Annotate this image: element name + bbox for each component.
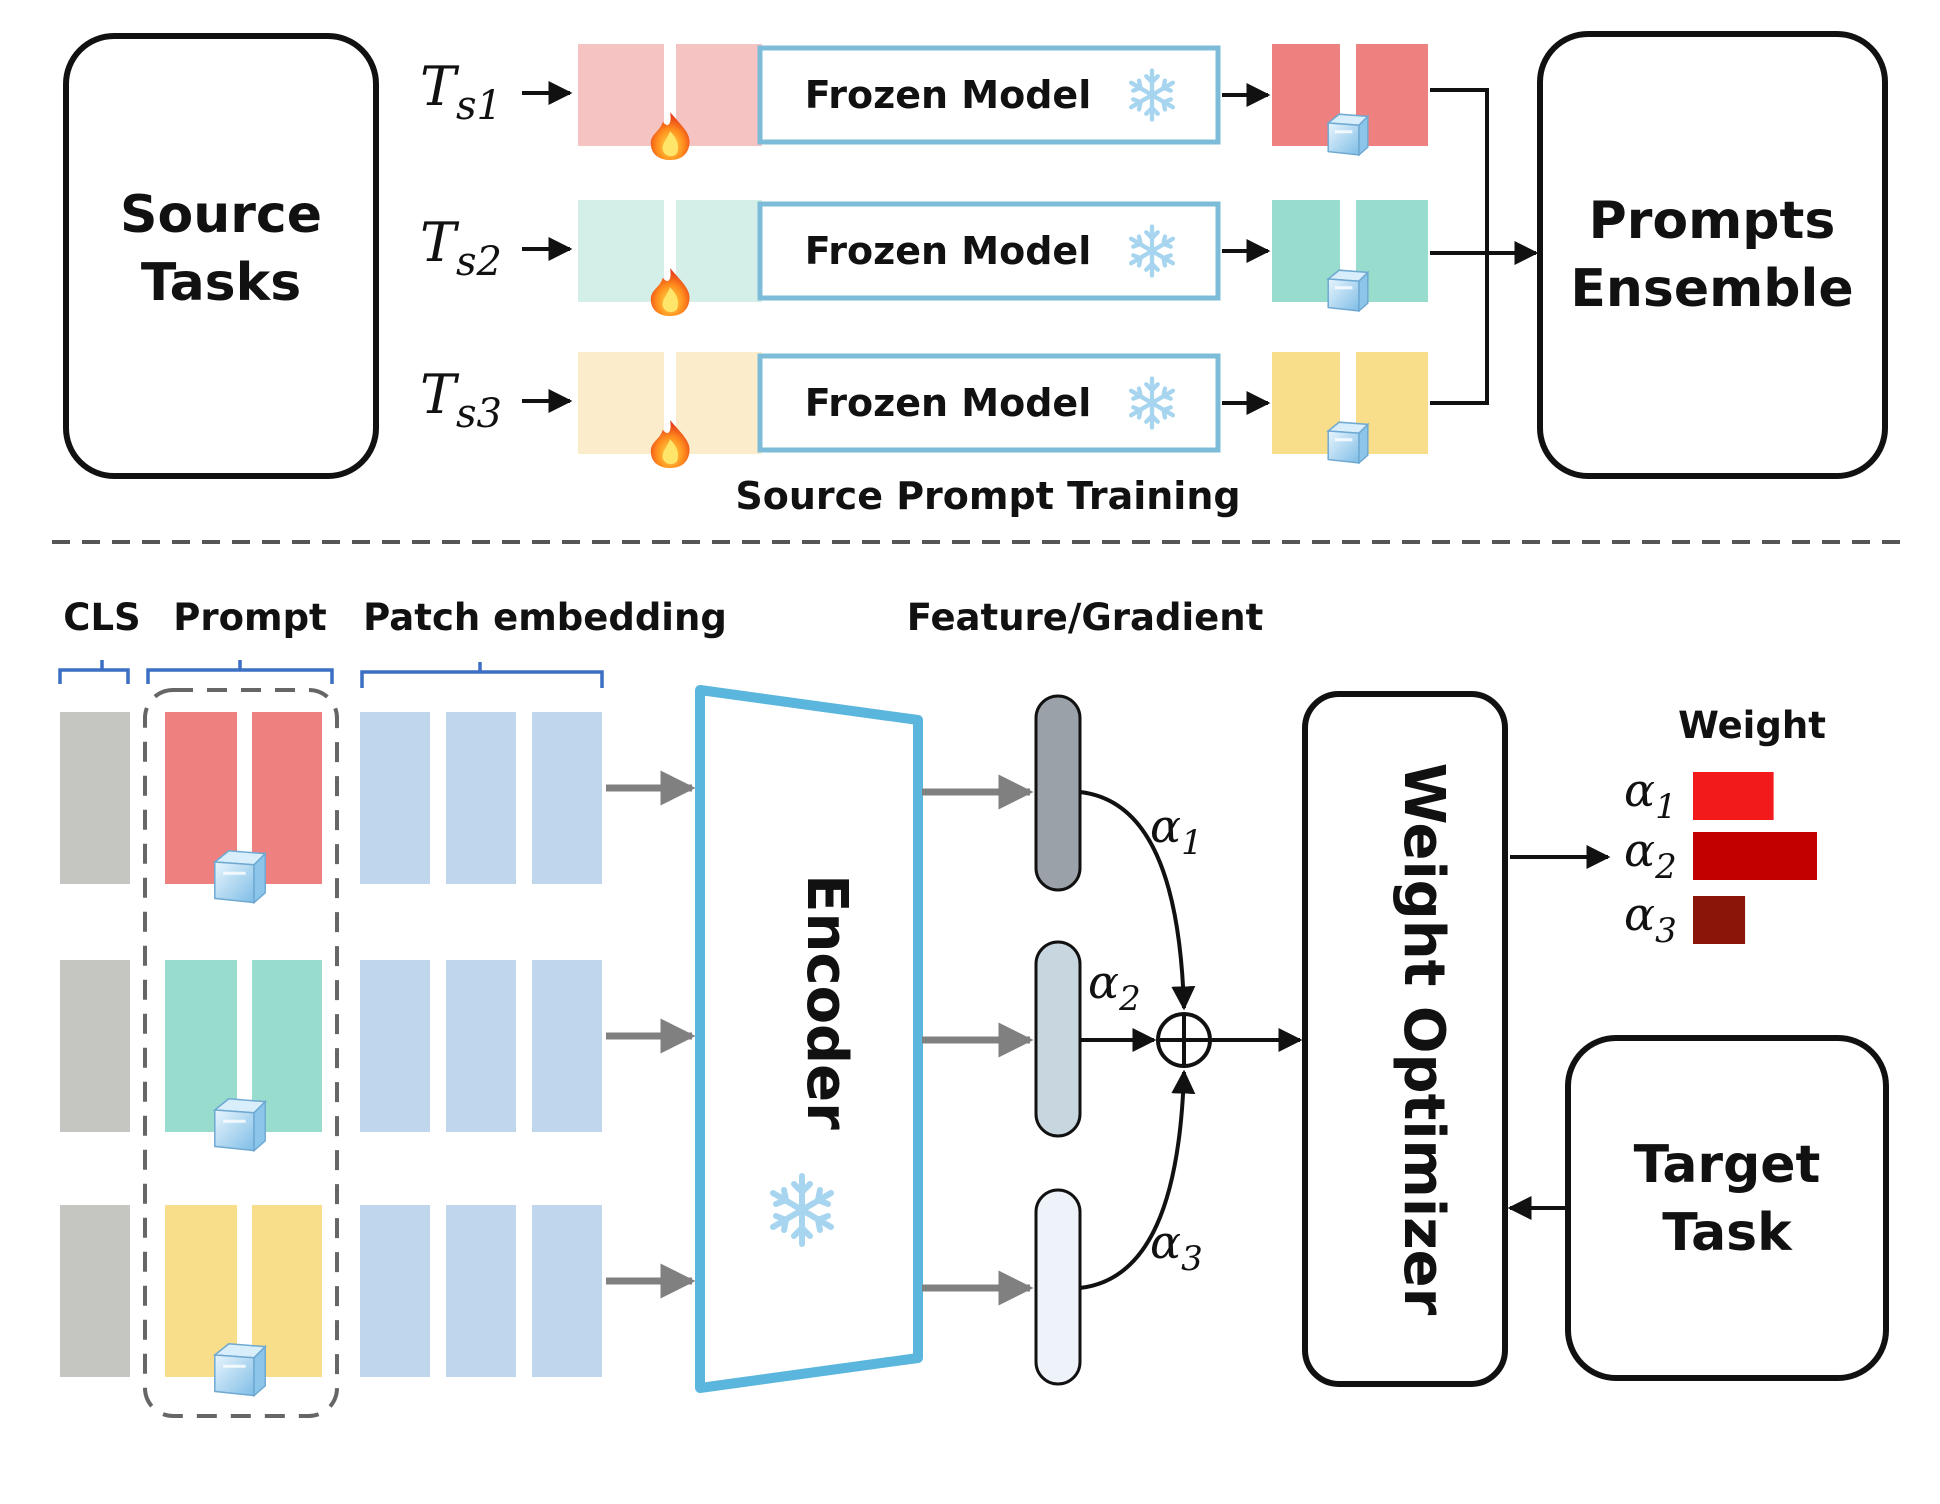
encoder-label: Encoder <box>794 874 859 1130</box>
feature-bars <box>922 694 1082 1386</box>
cls-brace <box>58 660 130 684</box>
source-row-3: Ts3 Frozen Model <box>420 352 1428 468</box>
frozen-model-label: Frozen Model <box>805 73 1091 117</box>
cls-label: CLS <box>63 596 140 639</box>
patch-token <box>360 1205 430 1377</box>
frozen-model-box <box>757 201 1221 301</box>
weight-title: Weight <box>1678 704 1826 747</box>
frozen-model-box <box>757 353 1221 453</box>
frozen-model-label: Frozen Model <box>805 381 1091 425</box>
source-tasks-label-line1: Source <box>120 185 322 245</box>
alpha-subscript: 1 <box>1181 823 1203 863</box>
cls-token <box>60 960 130 1132</box>
ice-cube-icon <box>212 850 267 905</box>
ice-cube-icon <box>212 1098 267 1153</box>
target-task-label-line2: Task <box>1662 1203 1793 1263</box>
token-rows <box>60 712 696 1398</box>
prompt-group-dashed-box <box>143 688 339 1418</box>
trainable-prompt-token <box>676 352 762 454</box>
patch-brace <box>360 662 604 688</box>
alpha-subscript: 3 <box>1181 1239 1203 1279</box>
ice-cube-icon <box>212 1343 267 1398</box>
patch-token <box>532 712 602 884</box>
weight-bar-3 <box>1693 896 1746 944</box>
task-subscript: s3 <box>456 391 502 437</box>
feature-bar-2 <box>1034 940 1082 1138</box>
fire-icon <box>650 420 690 468</box>
patch-token <box>360 960 430 1132</box>
weight-optimizer-label: Weight Optimizer <box>1391 763 1456 1316</box>
patch-token <box>446 1205 516 1377</box>
source-row-1: Ts1 Frozen Model <box>420 44 1428 160</box>
ice-cube-icon <box>1326 113 1370 157</box>
patch-embedding-label: Patch embedding <box>363 596 727 639</box>
prompts-ensemble-label-line1: Prompts <box>1589 191 1836 251</box>
weight-alpha-label-2: α2 <box>1624 823 1677 887</box>
weight-optimizer-box: Weight Optimizer <box>1302 691 1508 1387</box>
alpha-subscript: 2 <box>1118 979 1141 1019</box>
ensemble-connector <box>1430 88 1539 405</box>
task-subscript: s2 <box>456 239 502 285</box>
prompt-brace <box>146 660 334 684</box>
cls-token <box>60 712 130 884</box>
fire-icon <box>650 268 690 316</box>
weight-bar-1 <box>1693 772 1774 820</box>
source-tasks-label-line2: Tasks <box>141 253 301 313</box>
source-prompt-training-caption: Source Prompt Training <box>735 474 1240 518</box>
prompt-label: Prompt <box>173 596 327 639</box>
task-subscript: s1 <box>456 83 502 129</box>
frozen-model-label: Frozen Model <box>805 229 1091 273</box>
sum-node <box>1156 1012 1212 1068</box>
alpha-subscript: 2 <box>1654 847 1677 887</box>
feature-gradient-label: Feature/Gradient <box>907 596 1264 639</box>
alpha-subscript: 1 <box>1655 787 1677 827</box>
target-task-box: Target Task <box>1565 1035 1889 1381</box>
trainable-prompt-token <box>578 200 664 302</box>
task-label: Ts2 <box>420 211 502 285</box>
alpha-label-2: α2 <box>1088 955 1141 1019</box>
trainable-prompt-token <box>676 44 762 146</box>
patch-token <box>532 1205 602 1377</box>
cls-token <box>60 1205 130 1377</box>
task-label: Ts1 <box>420 55 502 129</box>
patch-token <box>446 960 516 1132</box>
token-row-1 <box>60 712 696 905</box>
fire-icon <box>650 112 690 160</box>
encoder-block: Encoder <box>695 685 923 1393</box>
patch-token <box>446 712 516 884</box>
prompts-ensemble-label-line2: Ensemble <box>1570 259 1853 319</box>
trainable-prompt-token <box>676 200 762 302</box>
weight-alpha-label-3: α3 <box>1624 887 1677 951</box>
feature-bar-1 <box>1034 694 1082 892</box>
source-row-2: Ts2 Frozen Model <box>420 200 1428 316</box>
feature-to-sum-curves <box>1079 790 1303 1290</box>
source-tasks-box: Source Tasks <box>63 33 379 479</box>
task-label: Ts3 <box>420 363 502 437</box>
patch-token <box>532 960 602 1132</box>
weight-alpha-label-1: α1 <box>1624 763 1677 827</box>
frozen-model-box <box>757 45 1221 145</box>
trainable-prompt-token <box>578 44 664 146</box>
patch-token <box>360 712 430 884</box>
token-row-2 <box>60 960 696 1153</box>
prompts-ensemble-box: Prompts Ensemble <box>1537 31 1888 479</box>
ice-cube-icon <box>1326 269 1370 313</box>
alpha-label-3: α3 <box>1150 1215 1203 1279</box>
weight-bar-2 <box>1693 832 1817 880</box>
token-row-3 <box>60 1205 696 1398</box>
feature-bar-3 <box>1034 1188 1082 1386</box>
ice-cube-icon <box>1326 421 1370 465</box>
alpha-subscript: 3 <box>1655 911 1677 951</box>
trainable-prompt-token <box>578 352 664 454</box>
braces <box>58 660 604 688</box>
target-task-label-line1: Target <box>1634 1135 1821 1195</box>
